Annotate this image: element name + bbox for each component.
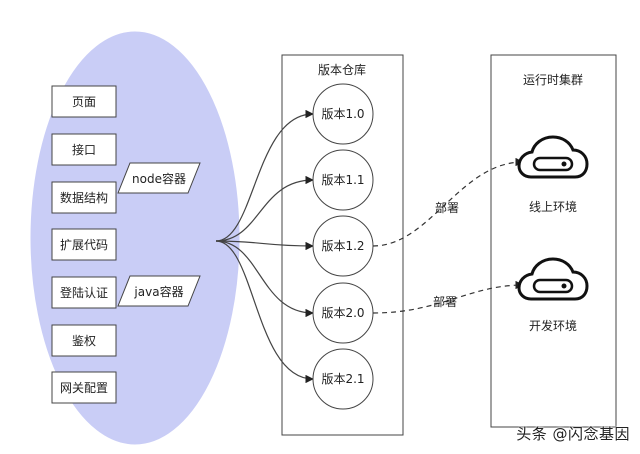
- deploy-label: 部署: [435, 200, 459, 215]
- runtime-cluster-panel: [490, 54, 617, 428]
- version-node: 版本2.1: [312, 348, 374, 410]
- environment-label: 线上环境: [529, 199, 577, 214]
- container-label: node容器: [132, 171, 186, 186]
- arrow-to-v21: [215, 240, 314, 384]
- watermark: 头条 @闪念基因: [516, 425, 630, 443]
- left-item-label: 鉴权: [72, 334, 96, 348]
- left-item: 鉴权: [51, 324, 117, 357]
- deploy-arrow-dev: [372, 280, 524, 314]
- runtime-cluster-title: 运行时集群: [523, 72, 583, 87]
- left-item-label: 登陆认证: [60, 285, 108, 300]
- left-item-label: 接口: [72, 142, 96, 157]
- version-node: 版本1.0: [312, 83, 374, 145]
- arrow-to-v11: [215, 175, 314, 242]
- left-item-label: 网关配置: [60, 381, 108, 395]
- left-item-label: 页面: [72, 95, 96, 109]
- arrow-to-v20: [215, 240, 314, 318]
- cloud-server-icon: [517, 135, 589, 179]
- version-label: 版本2.1: [321, 372, 364, 386]
- left-item: 数据结构: [51, 181, 117, 214]
- arrow-to-v10: [215, 109, 314, 242]
- left-item: 网关配置: [51, 371, 117, 404]
- container-label: java容器: [133, 284, 183, 299]
- version-repo-title: 版本仓库: [318, 62, 366, 77]
- left-item: 登陆认证: [51, 276, 117, 309]
- container-node: node容器: [117, 162, 201, 194]
- version-node: 版本2.0: [312, 282, 374, 344]
- version-node: 版本1.1: [312, 149, 374, 211]
- cloud-server-icon: [517, 257, 589, 301]
- deploy-arrow-prod: [372, 157, 524, 247]
- deploy-arrows: [372, 157, 524, 314]
- environment-label: 开发环境: [529, 318, 577, 333]
- version-label: 版本1.0: [321, 107, 364, 121]
- left-item-label: 数据结构: [60, 190, 108, 205]
- arrow-to-v12: [215, 240, 314, 251]
- left-item: 接口: [51, 133, 117, 166]
- container-java: java容器: [117, 275, 201, 307]
- left-item: 扩展代码: [51, 228, 117, 261]
- publish-arrows: [215, 109, 314, 384]
- left-item-label: 扩展代码: [60, 238, 108, 252]
- version-label: 版本1.1: [321, 173, 364, 187]
- left-item: 页面: [51, 85, 117, 118]
- version-label: 版本2.0: [321, 306, 364, 320]
- deploy-label: 部署: [433, 294, 457, 309]
- version-label: 版本1.2: [321, 239, 364, 253]
- version-node: 版本1.2: [312, 215, 374, 277]
